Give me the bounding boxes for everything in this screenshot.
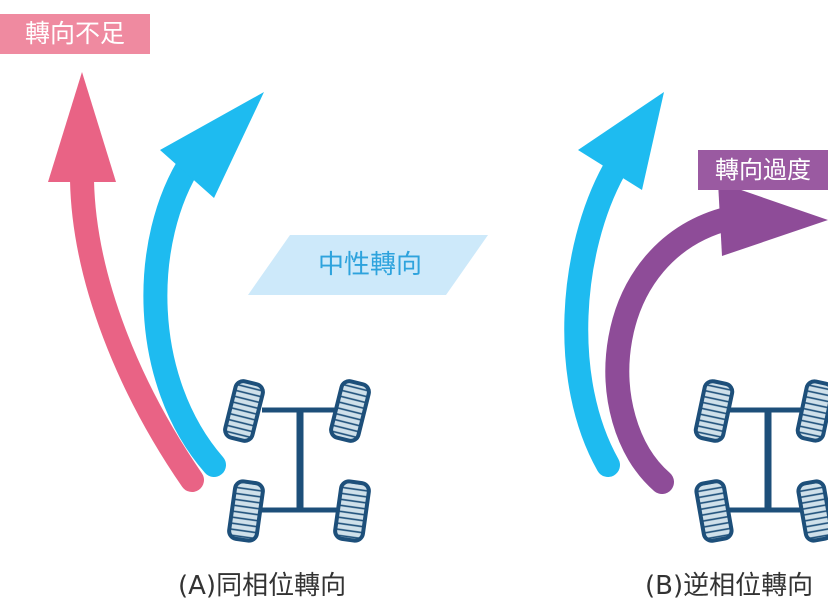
tire-rear-right bbox=[333, 479, 371, 543]
chassis-a bbox=[223, 379, 371, 543]
tire-b-rear-left bbox=[694, 479, 734, 543]
caption-a: (A)同相位轉向 bbox=[178, 571, 347, 601]
neutral-arrow-b-head bbox=[578, 92, 664, 190]
neutral-steer-label: 中性轉向 bbox=[317, 250, 422, 280]
chassis-b bbox=[693, 379, 828, 543]
tire-front-right bbox=[329, 379, 371, 443]
understeer-arrow-shaft bbox=[70, 168, 204, 492]
tire-rear-left bbox=[227, 479, 265, 543]
tire-front-left bbox=[223, 379, 265, 443]
oversteer-arrow-shaft bbox=[605, 206, 742, 494]
neutral-arrow-a-head bbox=[160, 92, 264, 198]
tire-b-front-right bbox=[795, 379, 828, 443]
tire-b-rear-right bbox=[796, 479, 828, 543]
understeer-label: 轉向不足 bbox=[0, 14, 150, 54]
caption-b: (B)逆相位轉向 bbox=[645, 571, 814, 601]
tire-b-front-left bbox=[693, 379, 735, 443]
neutral-arrow-b-shaft bbox=[564, 158, 626, 477]
oversteer-label: 轉向過度 bbox=[698, 150, 828, 190]
understeer-arrowhead bbox=[48, 72, 116, 182]
oversteer-arrowhead bbox=[718, 182, 828, 256]
neutral-steer-band bbox=[248, 235, 488, 295]
neutral-arrow-a-shaft bbox=[143, 148, 226, 477]
